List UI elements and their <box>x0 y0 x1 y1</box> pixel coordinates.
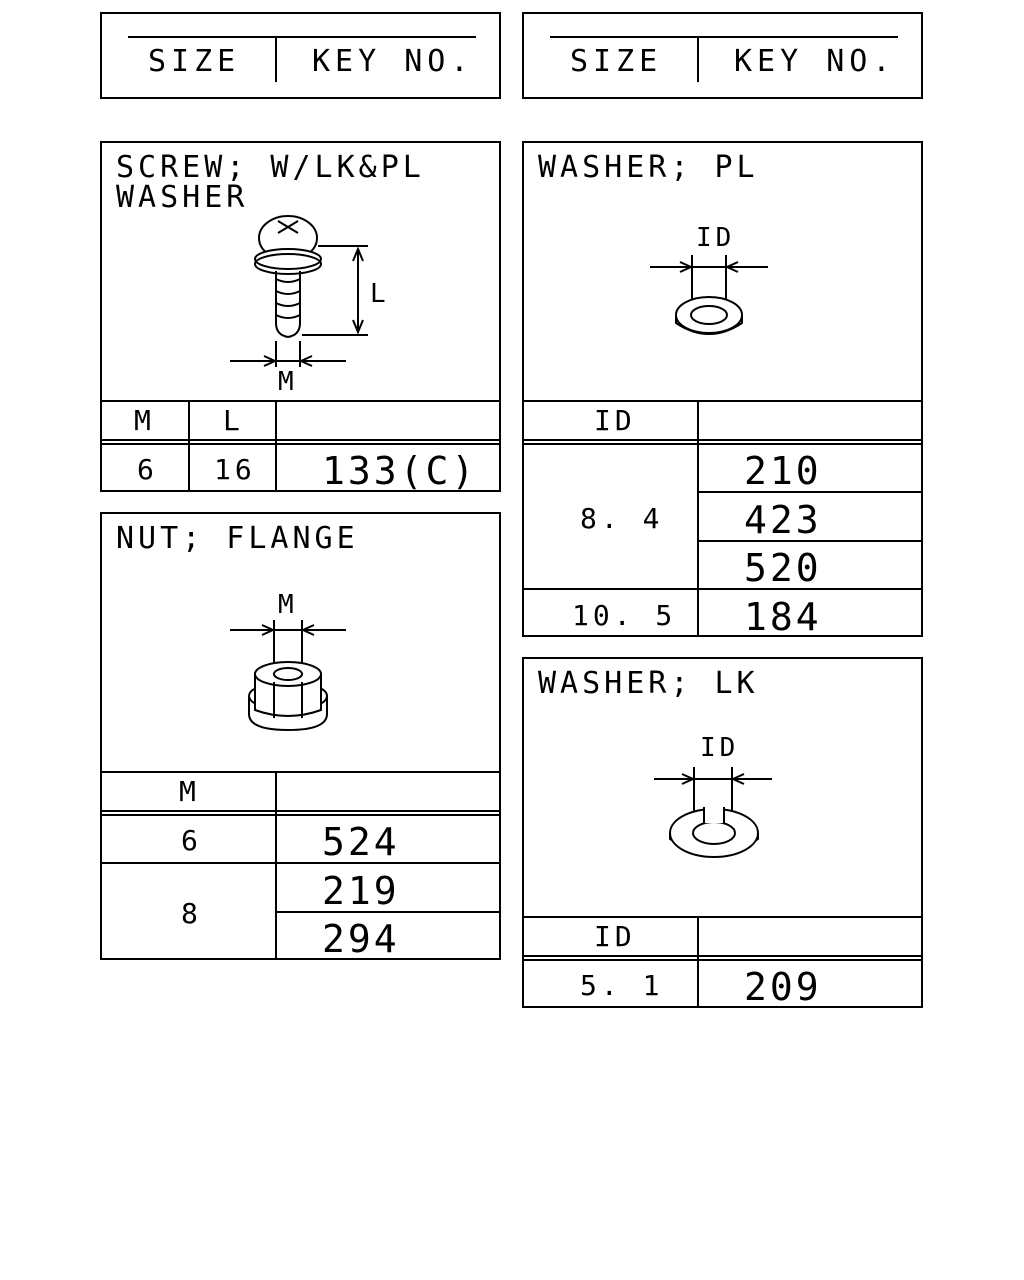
lock-washer-table-header-rule <box>524 955 921 961</box>
screw-drawing-icon <box>230 215 368 367</box>
nut-row1-key: 524 <box>322 820 400 864</box>
lock-washer-table-col-rule <box>697 916 699 1006</box>
lock-washer-title: WASHER; LK <box>538 666 759 701</box>
nut-table-top-rule <box>102 771 499 773</box>
nut-row1-m: 6 <box>181 824 202 857</box>
legend-rule <box>550 36 898 38</box>
plain-washer-subrow-rule-2 <box>697 540 921 542</box>
legend-size-label: SIZE <box>148 44 241 79</box>
legend-size-label: SIZE <box>570 44 663 79</box>
plain-washer-row1-id: 8. 4 <box>580 502 664 535</box>
plain-washer-header-id: ID <box>594 404 636 437</box>
legend-divider <box>697 38 699 82</box>
screw-row-m: 6 <box>137 453 158 486</box>
plain-washer-part-box: WASHER; PL ID ID 8. 4 210 423 520 10. 5 … <box>522 141 923 637</box>
nut-row2-m: 8 <box>181 897 202 930</box>
plain-washer-title: WASHER; PL <box>538 150 759 185</box>
screw-row-l: 16 <box>214 453 256 486</box>
nut-table-subrow-rule <box>275 911 499 913</box>
nut-header-m: M <box>179 775 200 808</box>
screw-header-l: L <box>223 404 244 437</box>
nut-part-box: NUT; FLANGE M M 6 524 8 219 294 <box>100 512 501 960</box>
nut-row2-key2: 294 <box>322 917 400 961</box>
lock-washer-row-key: 209 <box>744 965 822 1009</box>
plain-washer-table-col-rule <box>697 400 699 635</box>
plain-washer-drawing-icon <box>650 255 768 335</box>
nut-table-col-rule <box>275 771 277 958</box>
plain-washer-row1-key1: 210 <box>744 449 822 493</box>
screw-title-line2: WASHER <box>116 180 249 215</box>
legend-divider <box>275 38 277 82</box>
plain-washer-table-header-rule <box>524 439 921 445</box>
plain-washer-subrow-rule-1 <box>697 491 921 493</box>
lock-washer-row-id: 5. 1 <box>580 969 664 1002</box>
legend-rule <box>128 36 476 38</box>
screw-title-line1: SCREW; W/LK&PL <box>116 150 425 185</box>
lock-washer-table-top-rule <box>524 916 921 918</box>
screw-diameter-dim-label: M <box>278 367 294 397</box>
nut-row2-key1: 219 <box>322 869 400 913</box>
screw-header-m: M <box>134 404 155 437</box>
screw-table-col2-rule <box>275 400 277 492</box>
nut-table-row-rule <box>102 862 499 864</box>
lock-washer-part-box: WASHER; LK ID ID 5. 1 209 <box>522 657 923 1008</box>
nut-table-header-rule <box>102 810 499 816</box>
plain-washer-table-top-rule <box>524 400 921 402</box>
legend-key-no-label: KEY NO. <box>734 44 896 79</box>
plain-washer-dim-label: ID <box>696 223 736 253</box>
legend-key-no-label: KEY NO. <box>312 44 474 79</box>
screw-table-header-rule <box>102 439 499 445</box>
screw-length-dim-label: L <box>370 279 386 309</box>
plain-washer-row2-key: 184 <box>744 595 822 639</box>
nut-dim-label: M <box>278 590 294 620</box>
nut-title: NUT; FLANGE <box>116 521 359 556</box>
screw-row-key: 133(C) <box>322 449 478 493</box>
screw-part-box: SCREW; W/LK&PL WASHER L M M <box>100 141 501 492</box>
legend-box-right: SIZE KEY NO. <box>522 12 923 99</box>
lock-washer-drawing-icon <box>654 767 772 858</box>
legend-box-left: SIZE KEY NO. <box>100 12 501 99</box>
screw-table-col1-rule <box>188 400 190 492</box>
screw-table-top-rule <box>102 400 499 402</box>
plain-washer-row2-id: 10. 5 <box>572 599 677 632</box>
plain-washer-row1-key3: 520 <box>744 546 822 590</box>
plain-washer-row1-key2: 423 <box>744 498 822 542</box>
lock-washer-header-id: ID <box>594 920 636 953</box>
plain-washer-row-rule <box>524 588 921 590</box>
flange-nut-drawing-icon <box>230 620 346 732</box>
lock-washer-dim-label: ID <box>700 733 740 763</box>
